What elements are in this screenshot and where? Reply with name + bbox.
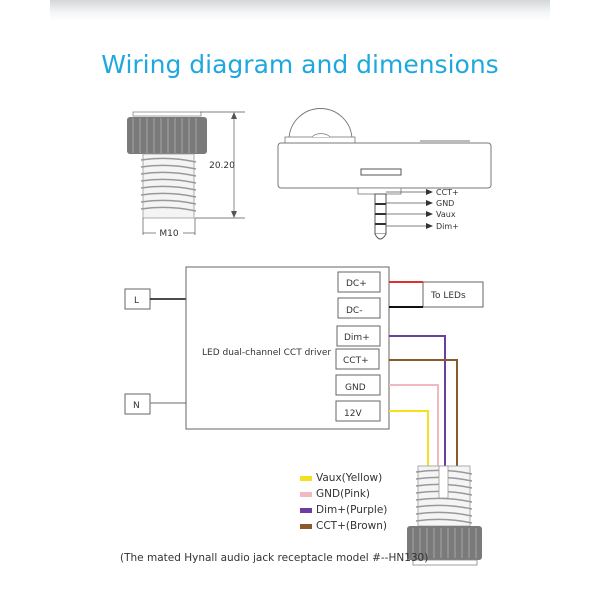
terminal-label: Dim+ [344,333,370,343]
jack-pin-label: GND [436,199,454,208]
neutral-input-label: N [133,401,140,411]
terminal-gnd [335,374,381,396]
jack-pin-label: Vaux [436,210,456,219]
driver-terminals: DC+ DC- Dim+ CCT+ GND 12V [335,271,381,422]
thread-dimension-label: M10 [159,229,178,239]
neutral-input-box [124,393,151,415]
terminal-dc-minus [337,297,381,319]
receptacle-dimension-drawing: 20.20 M10 [127,111,245,239]
line-input-label: L [134,296,139,306]
to-leds-box [422,281,484,308]
legend-label: Dim+(Purple) [316,504,388,516]
sensor-unit-drawing: CCT+ GND Vaux Dim+ [277,108,492,240]
wire-dim-purple [389,335,446,470]
wire-gnd-pink [389,384,439,470]
legend-swatch-yellow [300,475,312,481]
legend-item: GND(Pink) [300,486,387,502]
cct-driver-label: LED dual-channel CCT driver [202,348,331,358]
wire-color-legend: Vaux(Yellow) GND(Pink) Dim+(Purple) CCT+… [300,470,387,534]
terminal-label: DC- [346,306,362,316]
to-leds-label: To LEDs [430,291,466,301]
knurled-nut [127,117,207,154]
legend-item: CCT+(Brown) [300,518,387,534]
caption: (The mated Hynall audio jack receptacle … [120,552,429,564]
jack-pin-label: Dim+ [436,222,459,231]
legend-item: Vaux(Yellow) [300,470,387,486]
legend-label: GND(Pink) [316,488,371,500]
legend-swatch-brown [300,523,312,529]
terminal-dim-plus [336,325,381,347]
terminal-dc-plus [337,271,381,293]
height-dimension-label: 20.20 [209,161,235,171]
terminal-label: DC+ [346,279,367,289]
terminal-12v [335,400,381,422]
legend-item: Dim+(Purple) [300,502,387,518]
wire-vaux-yellow [389,410,429,470]
sensor-slot [360,168,402,176]
jack-pin-label: CCT+ [436,188,459,197]
terminal-cct-plus [335,348,380,370]
terminal-label: 12V [344,409,362,419]
legend-label: Vaux(Yellow) [316,472,383,484]
output-wires [389,281,458,470]
bottom-receptacle-drawing [407,465,482,566]
legend-swatch-pink [300,491,312,497]
top-shadow-bar [50,0,550,22]
page-title: Wiring diagram and dimensions [101,50,499,79]
terminal-label: CCT+ [343,356,369,366]
legend-label: CCT+(Brown) [316,520,388,532]
terminal-label: GND [345,383,366,393]
legend-swatch-purple [300,507,312,513]
wire-cct-brown [389,359,458,470]
